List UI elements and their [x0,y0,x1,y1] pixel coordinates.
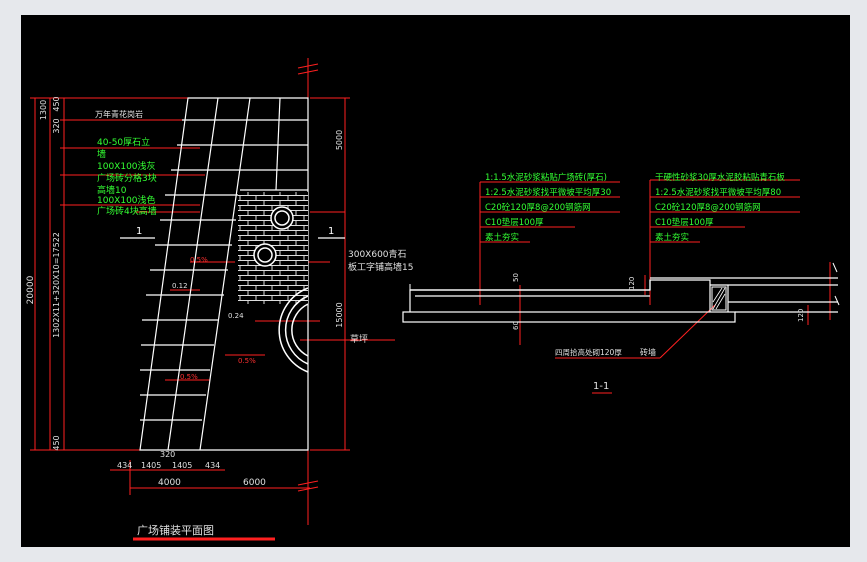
section-text: 1:1.5水泥砂浆粘贴广场砖(厚石) 1:2.5水泥砂浆找平微坡平均厚30 C2… [485,172,805,392]
dim-h3: 60 [512,321,520,330]
bottom-note-2: 砖墙 [640,347,656,357]
round-planter [278,287,309,373]
slope-label: 0.5% [180,373,198,381]
dim-bottom-5: 320 [160,450,175,459]
dim-bottom: 450 [52,435,61,450]
dim-top-b: 450 [52,96,61,111]
dim-width-1: 4000 [158,478,181,488]
plan-text: 万年青花岗岩 40-50厚石立 墙 100X100浅灰 广场砖分格3块 高墙10… [26,96,413,537]
dim-bottom-2: 1405 [141,461,161,470]
right-note: C10垫层100厚 [655,217,714,228]
label-stone-col2: 墙 [97,148,106,160]
plan-red-lines [30,58,395,525]
right-note: 干硬性砂浆30厚水泥胶粘贴青石板 [655,172,785,183]
dim-h1: 50 [512,273,520,282]
slope-label: 0.5% [238,357,256,365]
label-curb-size: 300X600青石 [348,248,407,260]
dim-h2: 120 [628,277,636,290]
plan-title: 广场铺装平面图 [137,523,214,537]
round-tree-pits [253,206,294,267]
right-note: C20砼120厚8@200钢筋网 [655,202,761,213]
label-brick-3: 广场砖分格3块 [97,172,157,184]
dim-width-2: 6000 [243,478,266,488]
left-note: 素土夯实 [485,232,519,243]
dim-mid: 1302X11+320X10=17522 [52,232,61,338]
plan-view [30,58,395,541]
label-brick-4: 广场砖4块高墙 [97,205,157,217]
label-curb-note: 板工字铺高墙15 [348,261,413,273]
label-slab-100: 100X100浅灰 [97,160,156,172]
right-note: 1:2.5水泥砂浆找平微坡平均厚80 [655,187,781,198]
label-stone-col: 40-50厚石立 [97,136,150,148]
section-view [402,179,840,394]
dim-bottom-4: 434 [205,461,220,470]
slope-label: 0.12 [172,282,188,290]
left-note: 1:2.5水泥砂浆找平微坡平均厚30 [485,187,611,198]
dim-bottom-3: 1405 [172,461,192,470]
label-slab-100b: 100X100浅色 [97,194,156,206]
left-note: 1:1.5水泥砂浆粘贴广场砖(厚石) [485,172,607,183]
right-note: 素土夯实 [655,232,689,243]
bottom-note: 四周拾高处砌120厚 [555,347,622,357]
left-note: C20砼120厚8@200钢筋网 [485,202,591,213]
left-note: C10垫层100厚 [485,217,544,228]
section-mark-right: 1 [328,226,334,237]
break-marks [409,262,840,306]
dim-total: 20000 [26,275,36,304]
slope-label: 0.24 [228,312,244,320]
drawing-canvas[interactable]: 万年青花岗岩 40-50厚石立 墙 100X100浅灰 广场砖分格3块 高墙10… [21,15,850,547]
dim-right-upper: 5000 [335,130,344,150]
section-title: 1-1 [593,381,609,392]
dim-right-lower: 15000 [335,302,344,327]
label-stone-paving: 万年青花岗岩 [95,109,143,119]
dim-top-c: 320 [52,118,61,133]
label-grass: 草坪 [350,333,368,345]
section-layers [402,277,838,323]
paving-grid [139,97,309,451]
dim-top-a: 1300 [39,100,48,120]
dim-h4: 120 [797,309,805,322]
cad-drawing: 万年青花岗岩 40-50厚石立 墙 100X100浅灰 广场砖分格3块 高墙10… [26,58,840,541]
slope-label: 0.5% [190,256,208,264]
label-height-10: 高墙10 [97,184,127,196]
dim-bottom-1: 434 [117,461,132,470]
section-mark-left: 1 [136,226,142,237]
brick-hatch [712,287,726,310]
brick-edge [711,286,727,311]
